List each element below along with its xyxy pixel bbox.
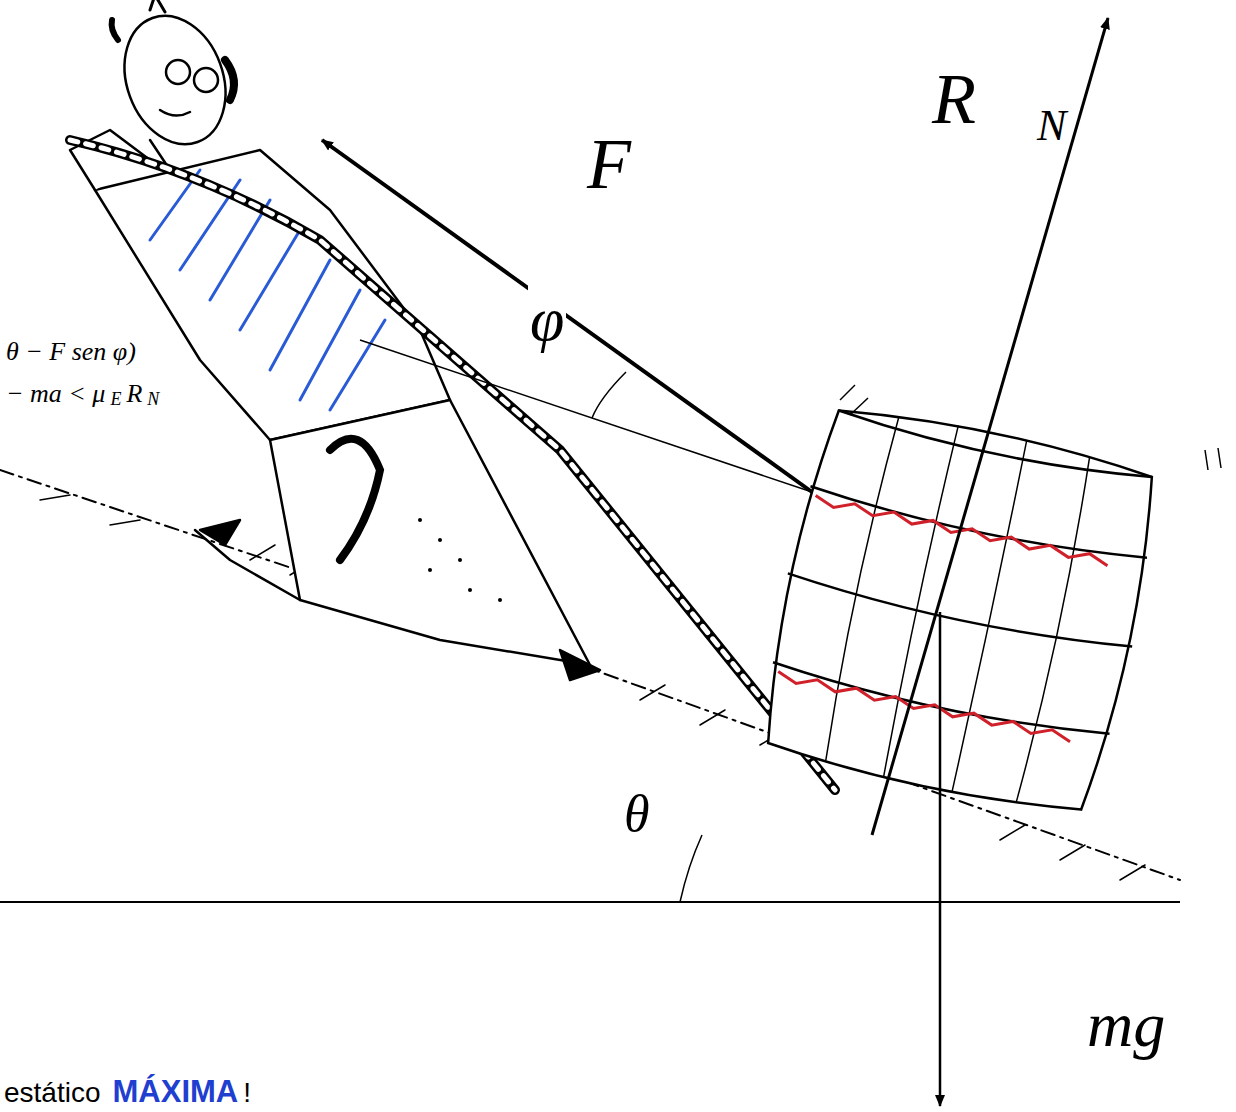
rope-chain [70,140,835,790]
angle-arc [592,372,626,418]
reference-line [360,340,812,492]
equation-text: R [124,380,144,409]
note-text: estático [2,1078,103,1109]
normal-force-symbol: R⃗ [930,60,1034,139]
man-figure [70,0,600,680]
angle-arc [680,835,702,902]
force-arrow [322,140,812,492]
subscript: N [1035,102,1068,150]
equation-text: θ − F sen φ) [4,338,138,367]
horizontal-line [0,901,1180,903]
angle-symbol: φ [528,285,566,353]
weight-arrow [939,612,942,1106]
motion-marks [840,385,1221,470]
barrel [750,397,1169,822]
note-text: ! [241,1078,253,1109]
force-symbol: F⃗ [585,125,689,204]
note-emphasis: MÁXIMA [111,1075,241,1109]
weight-symbol: mg⃗ [1085,990,1217,1060]
subscript: E [108,390,123,410]
angle-symbol: θ [622,785,652,842]
normal-force-arrow [872,18,1108,835]
equation-text: − ma < μ [4,380,107,409]
subscript: N [145,390,161,410]
